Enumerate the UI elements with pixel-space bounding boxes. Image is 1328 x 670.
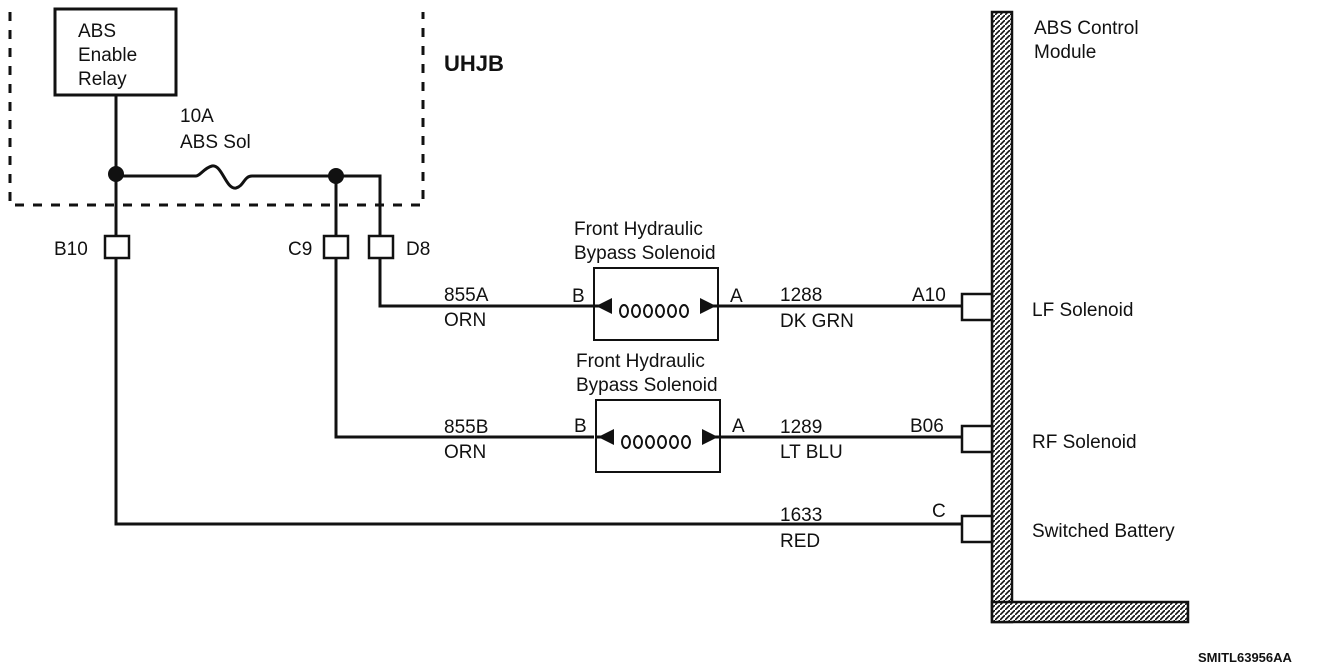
solenoid-bottom-coil-icon bbox=[621, 435, 691, 449]
fuse-abs-sol: 10A ABS Sol bbox=[116, 106, 382, 236]
uhjb-label: UHJB bbox=[444, 51, 504, 76]
module-pin-c: C bbox=[932, 501, 994, 544]
solenoid-bottom-pin-a: A bbox=[732, 416, 745, 437]
module-pin-c-label: C bbox=[932, 501, 946, 522]
relay-label-line2: Enable bbox=[78, 45, 137, 66]
module-title-line2: Module bbox=[1034, 42, 1096, 63]
connector-d8-label: D8 bbox=[406, 239, 430, 260]
wire-855b-number: 855B bbox=[444, 417, 488, 438]
figure-code: SMITL63956AA bbox=[1198, 650, 1293, 665]
lf-solenoid-label: LF Solenoid bbox=[1032, 300, 1133, 321]
connector-d8: D8 bbox=[367, 234, 430, 260]
wire-855a bbox=[378, 258, 594, 308]
wire-1288-color: DK GRN bbox=[780, 311, 854, 332]
wire-1289-color: LT BLU bbox=[780, 442, 843, 463]
wire-1633-color: RED bbox=[780, 531, 820, 552]
module-pin-b06: B06 bbox=[910, 416, 994, 454]
wire-855a-color: ORN bbox=[444, 310, 486, 331]
solenoid-top-title-line1: Front Hydraulic bbox=[574, 219, 703, 240]
solenoid-top-pin-a: A bbox=[730, 286, 743, 307]
solenoid-top-title-line2: Bypass Solenoid bbox=[574, 243, 716, 264]
connector-b10-label: B10 bbox=[54, 239, 88, 260]
abs-enable-relay: ABS Enable Relay bbox=[53, 7, 178, 97]
module-pin-b06-label: B06 bbox=[910, 416, 944, 437]
relay-label-line1: ABS bbox=[78, 21, 116, 42]
solenoid-bottom-pin-b: B bbox=[574, 416, 587, 437]
front-hydraulic-bypass-solenoid-top: Front Hydraulic Bypass Solenoid B A bbox=[572, 219, 743, 341]
connector-b10: B10 bbox=[54, 234, 131, 260]
wire-855b-color: ORN bbox=[444, 442, 486, 463]
wire-1633 bbox=[114, 258, 962, 526]
module-title-line1: ABS Control bbox=[1034, 18, 1139, 39]
uhjb-boundary bbox=[8, 12, 425, 207]
relay-label-line3: Relay bbox=[78, 69, 127, 90]
rf-solenoid-label: RF Solenoid bbox=[1032, 432, 1137, 453]
wire-855a-number: 855A bbox=[444, 285, 489, 306]
wire-1288-number: 1288 bbox=[780, 285, 822, 306]
abs-control-module: ABS Control Module bbox=[990, 10, 1190, 624]
wire-855b bbox=[334, 258, 594, 439]
connector-c9: C9 bbox=[288, 234, 350, 260]
switched-battery-label: Switched Battery bbox=[1032, 521, 1175, 542]
fuse-rating: 10A bbox=[180, 106, 214, 127]
module-pin-a10: A10 bbox=[912, 285, 994, 322]
front-hydraulic-bypass-solenoid-bottom: Front Hydraulic Bypass Solenoid B A bbox=[574, 351, 745, 473]
fuse-name: ABS Sol bbox=[180, 132, 251, 153]
solenoid-top-coil-icon bbox=[619, 304, 689, 318]
module-pin-a10-label: A10 bbox=[912, 285, 946, 306]
wire-1289-number: 1289 bbox=[780, 417, 822, 438]
wire-1633-number: 1633 bbox=[780, 505, 822, 526]
solenoid-top-pin-b: B bbox=[572, 286, 585, 307]
solenoid-bottom-title-line1: Front Hydraulic bbox=[576, 351, 705, 372]
connector-c9-label: C9 bbox=[288, 239, 312, 260]
solenoid-bottom-title-line2: Bypass Solenoid bbox=[576, 375, 718, 396]
